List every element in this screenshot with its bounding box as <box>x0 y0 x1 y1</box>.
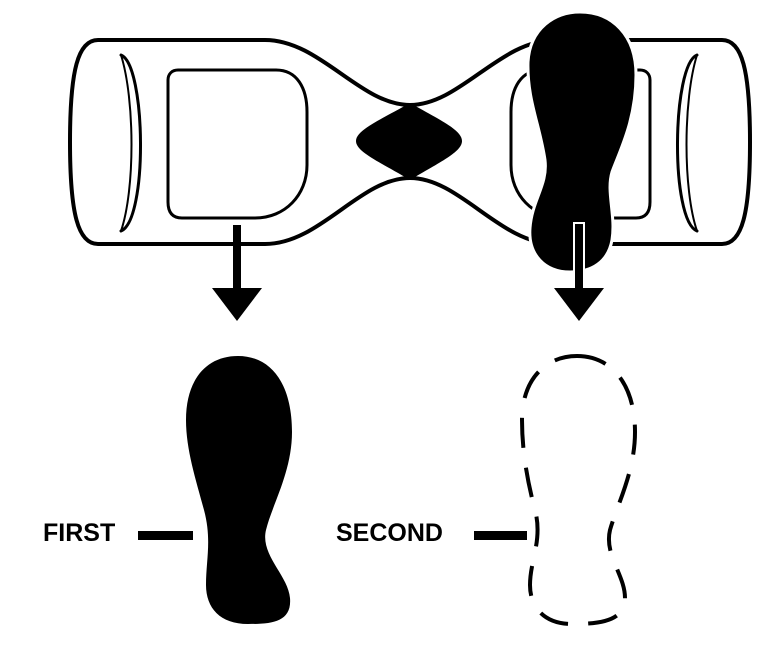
right-wheel-inner <box>685 54 698 232</box>
hoverboard-body <box>68 38 752 246</box>
left-footpad <box>166 68 309 220</box>
hoverboard-icon <box>68 38 752 246</box>
second-label-bar <box>474 531 527 540</box>
solid-footprint-icon <box>186 356 292 624</box>
left-wheel-cover <box>119 53 142 233</box>
center-light-icon <box>356 103 462 180</box>
second-label: SECOND <box>336 519 443 547</box>
first-label: FIRST <box>43 519 116 547</box>
down-arrow-icon <box>554 222 604 321</box>
first-label-bar <box>138 531 193 540</box>
foot-on-board-icon <box>526 10 638 274</box>
dashed-footprint-icon <box>519 353 638 627</box>
left-wheel-inner <box>120 54 133 232</box>
right-wheel-cover <box>676 53 699 233</box>
down-arrow-icon <box>212 225 262 321</box>
